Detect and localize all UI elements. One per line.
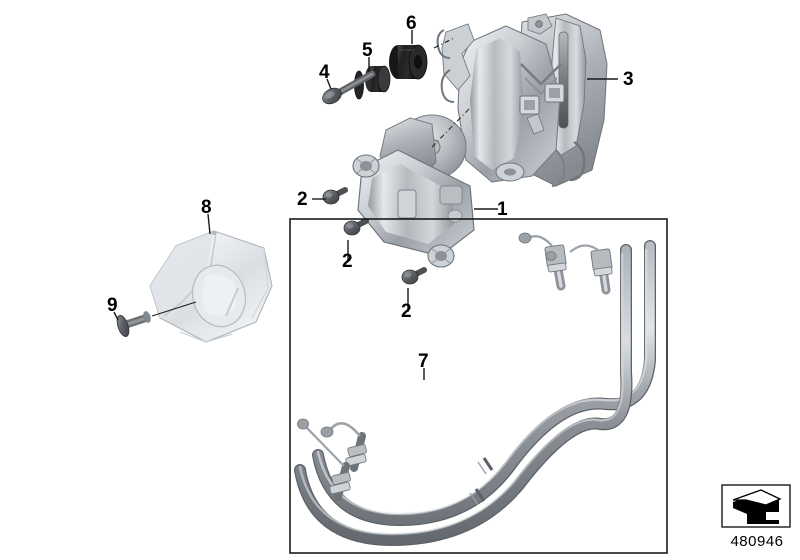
callout-2-lower: 2 [401, 301, 412, 322]
part-2-screw-a [322, 187, 348, 205]
mount-eyelet-upper [352, 154, 380, 178]
callout-7: 7 [418, 351, 429, 372]
part-1-actuator-motor [352, 107, 475, 268]
part-3-lock-mechanism [433, 13, 608, 187]
callout-6: 6 [406, 13, 417, 34]
callout-2-middle: 2 [342, 251, 353, 272]
part-6-rubber-bushing [389, 44, 428, 80]
part-8-trim-cover [149, 230, 273, 343]
part-2-screw-b [343, 218, 369, 236]
callout-3: 3 [623, 69, 634, 90]
direction-arrow-icon [732, 489, 782, 524]
callout-9: 9 [107, 295, 118, 316]
cable-end-fitting-left-b [297, 418, 351, 501]
mount-eyelet-lower [427, 244, 455, 268]
callout-1: 1 [497, 199, 508, 220]
callout-8: 8 [201, 197, 212, 218]
callout-leader-lines [113, 30, 618, 380]
cable-collar-marks [469, 457, 494, 506]
part-9-expanding-rivet [116, 301, 197, 338]
part-7-bowden-cable-assembly [294, 232, 656, 547]
cable-end-fitting-upper-b [545, 244, 613, 295]
part-4-oval-head-screw [322, 70, 376, 105]
bowden-cable-detail-frame [289, 218, 668, 554]
callout-4: 4 [319, 62, 330, 83]
cable-end-fitting-upper-a [518, 232, 567, 291]
callout-5: 5 [362, 40, 373, 61]
part-number-label: 480946 [730, 533, 784, 550]
callout-2-upper: 2 [297, 189, 308, 210]
part-2-screw-c [401, 267, 427, 285]
cable-end-fitting-left-a [320, 422, 367, 472]
